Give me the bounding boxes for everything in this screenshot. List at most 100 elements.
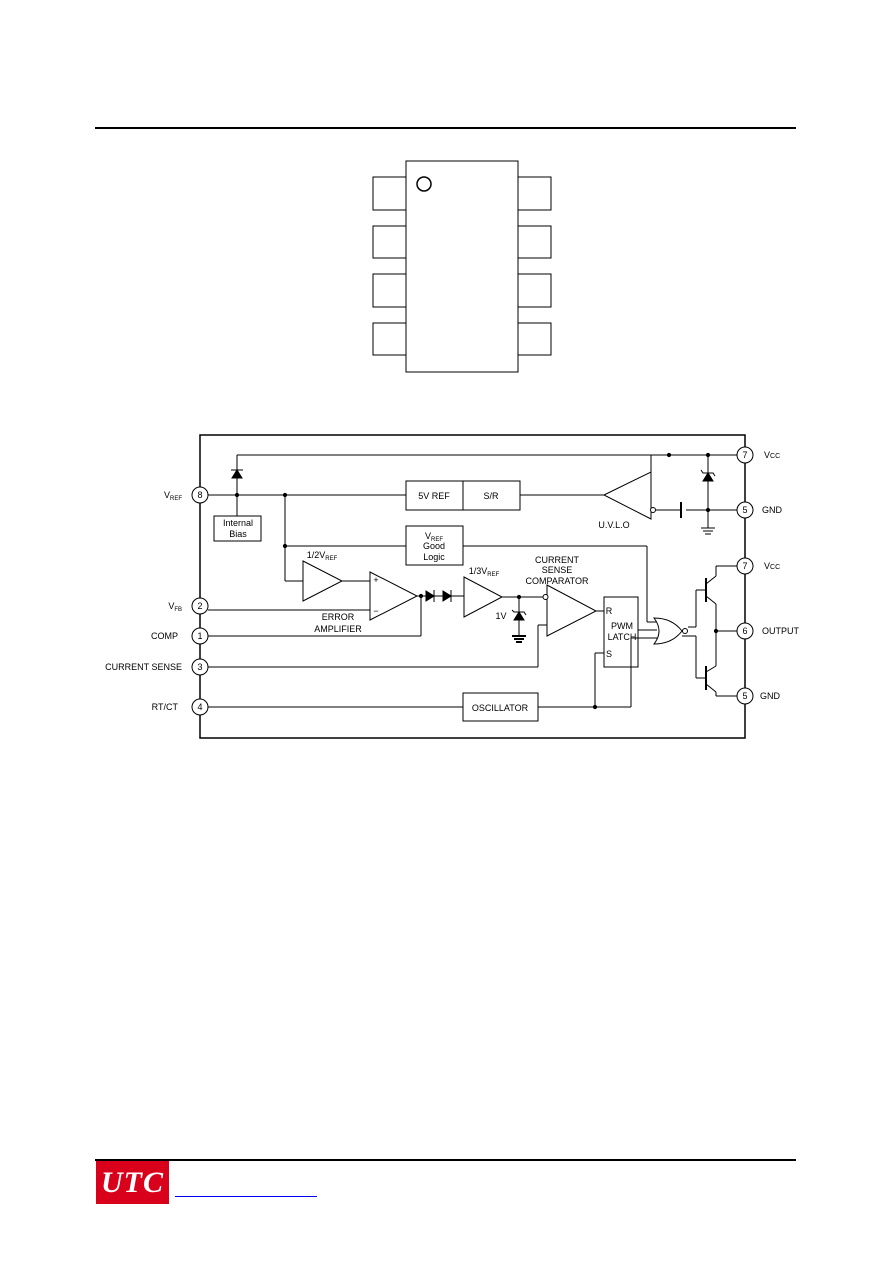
- package-body: [405, 160, 519, 373]
- uvlo-triangle: [602, 471, 652, 520]
- error-amplifier-triangle: [369, 571, 419, 621]
- pin-circle: [736, 687, 754, 705]
- lower-transistor-collector: [705, 665, 717, 673]
- utc-logo-text: UTC: [101, 1165, 164, 1199]
- header-rule: [95, 127, 796, 129]
- website-link-underline: [175, 1196, 317, 1197]
- half-vref-label: 1/2VREF: [307, 550, 338, 562]
- pin-number: 5: [742, 691, 747, 701]
- junction-dot: [234, 492, 240, 498]
- pin-label-current-sense: CURRENT SENSE: [105, 662, 182, 672]
- package-lead: [372, 273, 407, 308]
- pin-label-vref: VREF: [164, 490, 182, 502]
- current-sense-comparator-label: SENSE: [542, 565, 573, 575]
- pin-label-vcc: VCC: [764, 561, 780, 571]
- current-sense-comparator-triangle: [546, 584, 598, 637]
- current-sense-comparator-label: COMPARATOR: [525, 576, 589, 586]
- third-vref-buffer: [463, 576, 504, 618]
- upper-transistor-collector: [705, 575, 717, 585]
- junction-dot: [705, 452, 711, 458]
- diode-symbol: [425, 590, 435, 602]
- pin-label-comp: COMP: [151, 631, 178, 641]
- pin-circle: [191, 658, 209, 676]
- minus-sign: −: [373, 606, 378, 616]
- package-outline-drawing: [372, 160, 552, 373]
- pin-number: 8: [197, 490, 202, 500]
- plus-sign: +: [373, 575, 378, 585]
- one-volt-label: 1V: [495, 611, 506, 621]
- pin-circle: [736, 446, 754, 464]
- pin-number: 7: [742, 450, 747, 460]
- nor-gate: [652, 617, 683, 645]
- bias-diode-symbol: [231, 469, 243, 479]
- package-lead: [517, 225, 552, 259]
- package-lead: [517, 273, 552, 308]
- vref-good-label: Good: [423, 541, 445, 551]
- package-lead: [372, 176, 407, 211]
- junction-dot: [705, 507, 711, 513]
- pin-number: 5: [742, 505, 747, 515]
- upper-transistor-emitter: [705, 595, 717, 605]
- junction-dot: [666, 452, 672, 458]
- block-diagram: 8 2 1 3 4 7 5 7 6 5 VREF VFB COMP CURREN…: [105, 434, 800, 739]
- pin-circle: [191, 627, 209, 645]
- diode-symbol: [442, 590, 452, 602]
- pin-label-rtct: RT/CT: [152, 702, 179, 712]
- pin-number: 4: [197, 702, 202, 712]
- clamp-zener-symbol: [513, 611, 525, 621]
- nor-gate-bubble: [682, 628, 688, 634]
- pwm-s-label: S: [606, 649, 612, 659]
- pwm-latch-label: PWM: [611, 621, 633, 631]
- package-lead: [517, 322, 552, 356]
- vref-good-label: Logic: [423, 552, 445, 562]
- pin-circle: [736, 557, 754, 575]
- pin-circle: [191, 597, 209, 615]
- pin-label-output: OUTPUT: [762, 626, 800, 636]
- footer-rule: [95, 1159, 796, 1161]
- sr-label: S/R: [483, 491, 499, 501]
- comparator-invert-bubble: [542, 594, 549, 600]
- junction-dot: [592, 704, 598, 710]
- uvlo-invert-bubble: [650, 507, 656, 513]
- junction-dot: [282, 543, 288, 549]
- package-lead: [372, 225, 407, 259]
- internal-bias-label: Internal: [223, 518, 253, 528]
- error-amplifier-label: ERROR: [322, 612, 355, 622]
- pwm-r-label: R: [606, 606, 613, 616]
- pin-circle: [191, 698, 209, 716]
- pwm-latch-label: LATCH: [608, 632, 637, 642]
- package-lead: [372, 322, 407, 356]
- clamp-zener-bar: [511, 609, 527, 616]
- junction-dot: [418, 593, 424, 599]
- pin-number: 6: [742, 626, 747, 636]
- pin-number: 7: [742, 561, 747, 571]
- lower-transistor-emitter: [705, 683, 717, 693]
- internal-bias-block: [213, 515, 262, 542]
- zener-bar: [700, 469, 716, 477]
- chip-boundary: [199, 434, 746, 739]
- vref-good-label: VREF: [425, 531, 443, 543]
- pin-number: 1: [197, 631, 202, 641]
- pin-circle: [191, 486, 209, 504]
- third-vref-label: 1/3VREF: [469, 566, 500, 578]
- error-amplifier-label: AMPLIFIER: [314, 624, 362, 634]
- pin-label-gnd: GND: [760, 691, 781, 701]
- pin-number: 3: [197, 662, 202, 672]
- utc-logo: UTC: [96, 1161, 169, 1204]
- junction-dot: [516, 594, 522, 600]
- pin1-indicator-dot: [416, 176, 432, 192]
- half-vref-buffer: [302, 560, 344, 602]
- uvlo-label: U.V.L.O: [598, 520, 629, 530]
- pin-label-gnd: GND: [762, 505, 783, 515]
- pwm-latch-block: [603, 596, 639, 668]
- pin-label-vfb: VFB: [168, 601, 182, 613]
- junction-dot: [282, 492, 288, 498]
- zener-symbol: [702, 472, 714, 482]
- ref-label: 5V REF: [418, 491, 450, 501]
- pin-number: 2: [197, 601, 202, 611]
- junction-dot: [713, 628, 719, 634]
- pin-circle: [736, 622, 754, 640]
- current-sense-comparator-label: CURRENT: [535, 555, 580, 565]
- oscillator-label: OSCILLATOR: [472, 703, 529, 713]
